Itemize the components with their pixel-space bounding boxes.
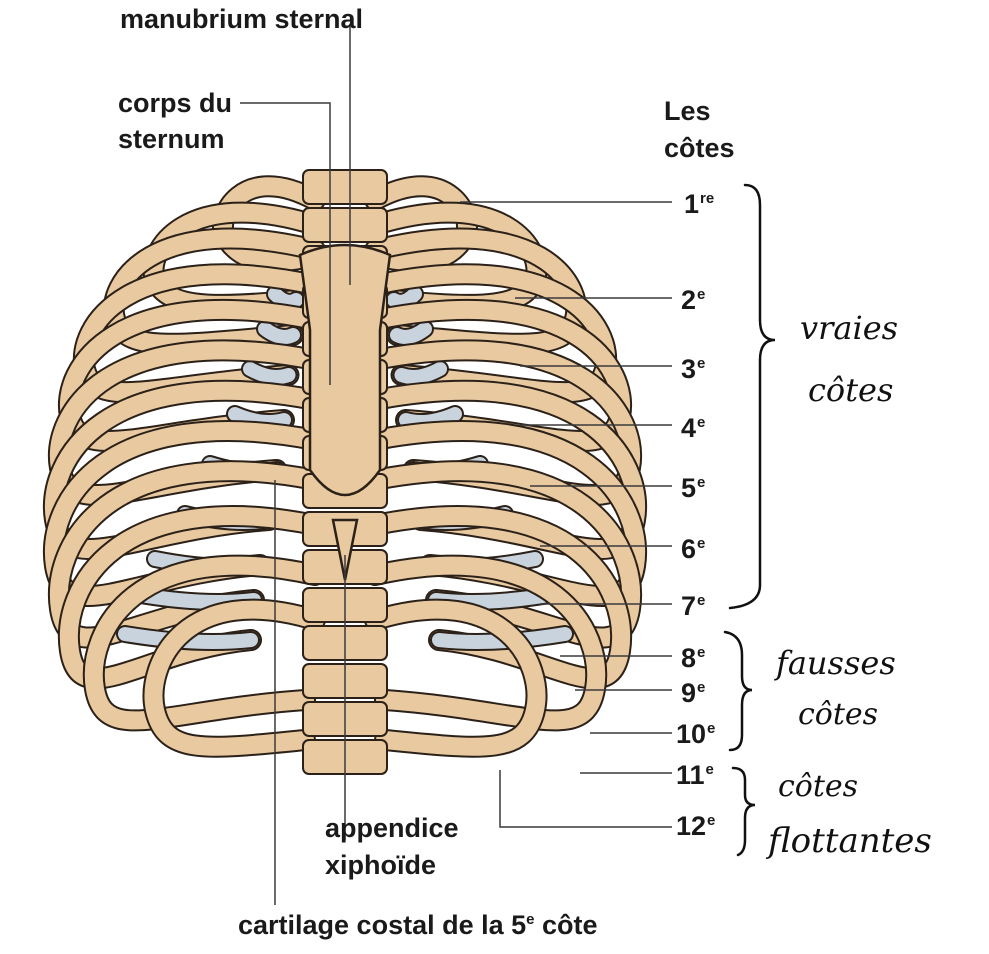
handwritten-fausses-cotes-line2: côtes [798,697,879,732]
handwritten-cotes-flottantes-line1: côtes [778,769,859,804]
rib-left-3-cartilage [258,322,300,344]
label-appendice-xiphoide-line2: xiphoïde [325,850,437,880]
vertebra-1 [302,169,388,205]
leader-lines [240,24,672,905]
rib-right-12 [366,600,546,756]
ribs-left [43,175,326,758]
rib-label-7: 7e [681,591,706,621]
brace-vraies-cotes [728,183,776,610]
rib-left-4-cartilage [243,362,296,384]
rib-right-10-cartilage [432,627,572,649]
leader-rib-12 [499,770,672,828]
rib-label-10: 10e [676,719,716,749]
rib-label-9: 9e [681,678,706,708]
rib-label-2: 2e [681,285,706,315]
label-appendice-xiphoide-line1: appendice [325,813,459,843]
rib-right-4-cartilage [394,362,447,384]
rib-label-8: 8e [681,643,706,673]
xiphoid-process [331,518,359,581]
handwritten-vraies-cotes-line2: côtes [808,371,894,409]
rib-label-4: 4e [681,413,706,443]
rib-label-1: 1re [684,189,715,219]
rib-right-3-cartilage [390,322,432,344]
label-cartilage-costal: cartilage costal de la 5e côte [238,910,598,940]
label-les-cotes-line1: Les [664,96,711,126]
sternum [298,243,392,581]
label-corps-du-sternum-line1: corps du [118,88,233,118]
sternum-body [298,243,392,497]
rib-right-11 [366,556,606,730]
rib-label-5: 5e [681,473,706,503]
rib-left-11 [84,556,324,730]
ribs-right [364,175,647,758]
rib-label-12: 12e [676,811,716,841]
label-les-cotes-line2: côtes [664,133,735,163]
braces [723,183,776,857]
handwritten-vraies-cotes-line1: vraies [800,309,899,347]
label-corps-du-sternum-line2: sternum [118,124,225,154]
brace-fausses-cotes [723,630,753,752]
vertebra-2 [302,207,388,243]
leader-corps-du-sternum [240,102,331,385]
rib-label-3: 3e [681,354,706,384]
rib-label-11: 11e [676,760,714,790]
rib-left-12 [144,600,324,756]
rib-left-10-cartilage [118,627,258,649]
rib-right-2-cartilage [387,287,422,309]
handwritten-fausses-cotes-line1: fausses [776,644,896,682]
label-manubrium-sternal: manubrium sternal [120,4,364,34]
rib-left-9 [50,462,324,647]
brace-cotes-flottantes [731,766,756,857]
handwritten-cotes-flottantes-line2: flottantes [768,821,932,861]
rib-label-6: 6e [681,534,706,564]
rib-left-2-cartilage [268,287,303,309]
